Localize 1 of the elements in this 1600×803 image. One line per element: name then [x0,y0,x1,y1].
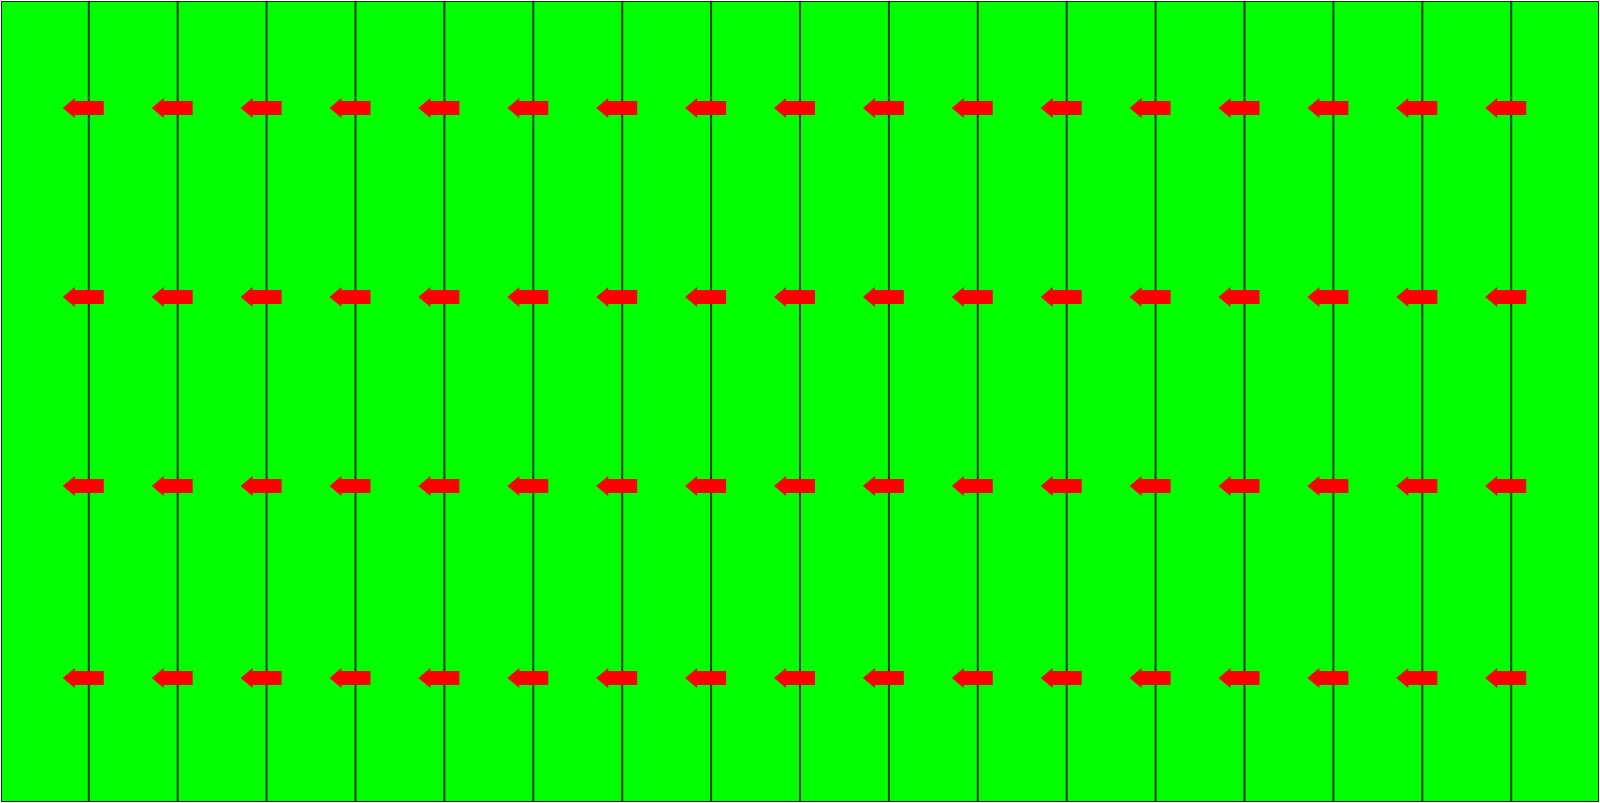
field-rectangle [1,1,1599,802]
